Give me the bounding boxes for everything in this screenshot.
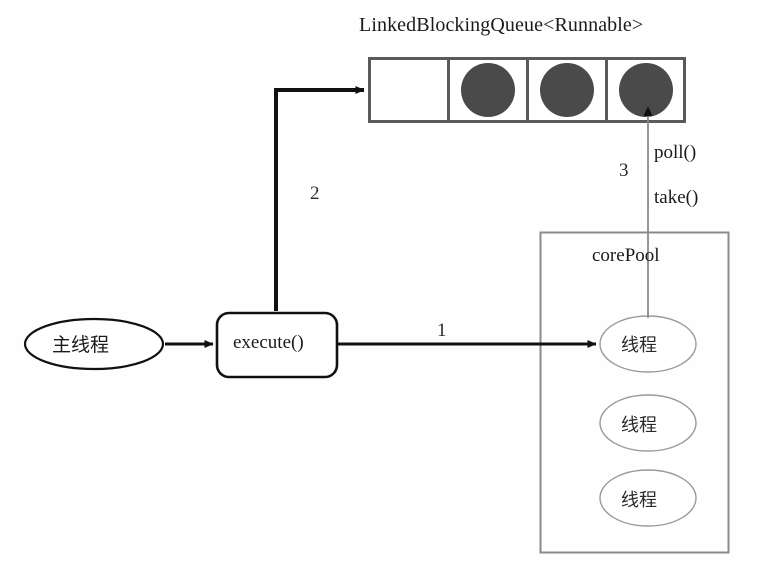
poll-method-label: poll() bbox=[654, 142, 697, 163]
step-label-3: 3 bbox=[619, 160, 629, 181]
queue-task-token-3 bbox=[619, 63, 673, 117]
arrow-step-2-execute-to-queue bbox=[274, 86, 365, 311]
queue-container bbox=[368, 57, 686, 123]
core-pool-label: corePool bbox=[592, 245, 660, 266]
queue-task-token-2 bbox=[540, 63, 594, 117]
pool-thread-ellipse-2 bbox=[599, 469, 697, 527]
pool-thread-ellipse-1 bbox=[599, 394, 697, 452]
pool-thread-label-2: 线程 bbox=[621, 490, 657, 511]
pool-thread-label-1: 线程 bbox=[621, 415, 657, 436]
main-thread-ellipse bbox=[23, 317, 165, 371]
pool-thread-label-0: 线程 bbox=[621, 335, 657, 356]
step-label-1: 1 bbox=[437, 320, 447, 341]
core-pool-container bbox=[539, 231, 730, 554]
queue-task-token-1 bbox=[461, 63, 515, 117]
queue-title: LinkedBlockingQueue<Runnable> bbox=[359, 14, 644, 36]
step-label-2: 2 bbox=[310, 183, 320, 204]
take-method-label: take() bbox=[654, 187, 699, 208]
core-pool-border bbox=[539, 231, 730, 554]
main-thread-label: 主线程 bbox=[52, 334, 110, 356]
execute-method-label: execute() bbox=[233, 332, 304, 353]
